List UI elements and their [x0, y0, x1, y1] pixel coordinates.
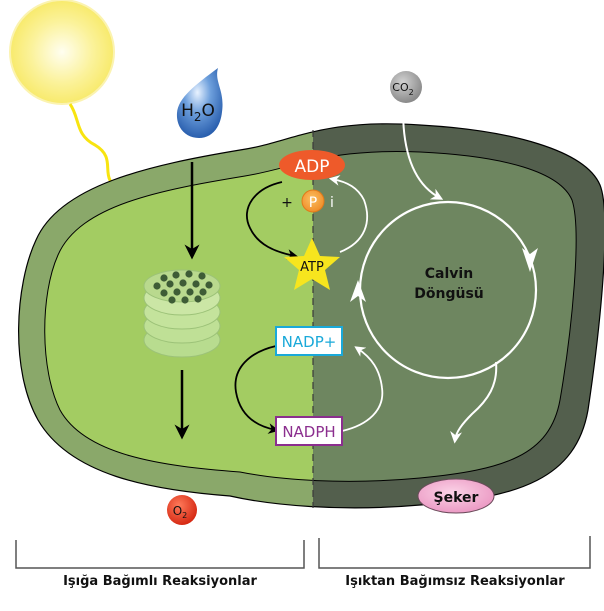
nadph-label: NADPH [282, 423, 335, 441]
svg-text:CO2: CO2 [392, 81, 413, 97]
nadp-plus-label: NADP+ [282, 333, 337, 351]
atp-label: ATP [300, 260, 324, 275]
calvin-label-1: Calvin [425, 266, 473, 282]
o2-molecule: O2 [167, 495, 197, 525]
section-light-independent-label: Işıktan Bağımsız Reaksiyonlar [345, 574, 565, 589]
phosphate-suffix: i [330, 195, 334, 211]
o2-main: O [173, 504, 182, 518]
co2-main: CO [392, 81, 409, 94]
svg-text:O2: O2 [173, 504, 188, 520]
section-light-dependent-label: Işığa Bağımlı Reaksiyonlar [63, 574, 257, 589]
bracket-light-dependent [15, 540, 305, 569]
arrow-cycle-to-sugar [450, 361, 498, 444]
co2-sub: 2 [409, 88, 414, 97]
sugar-molecule: Şeker [417, 478, 495, 514]
nadph-box: NADPH [275, 416, 343, 446]
plus-sign: + [281, 195, 293, 211]
water-molecule: H2O [176, 68, 223, 138]
phosphate-molecule: + P i [281, 189, 334, 213]
co2-molecule: CO2 [390, 71, 422, 103]
bracket-light-independent [318, 536, 591, 569]
nadp-plus-box: NADP+ [275, 326, 343, 356]
adp-label: ADP [295, 157, 330, 177]
calvin-cycle: Calvin Döngüsü [350, 200, 538, 380]
arrow-atp-to-adp [328, 175, 368, 253]
svg-text:H2O: H2O [181, 101, 215, 124]
water-sub: 2 [194, 110, 202, 124]
arrow-nadp-to-nadph [234, 345, 280, 434]
o2-sub: 2 [182, 511, 187, 520]
arrow-adp-to-atp [245, 181, 299, 260]
atp-molecule: ATP [284, 238, 340, 290]
arrow-co2-into-cycle [402, 109, 444, 200]
arrow-nadph-to-nadp [341, 346, 384, 432]
phosphate-label: P [309, 195, 317, 211]
water-main: H [181, 101, 194, 121]
granum-icon [143, 269, 221, 358]
sun-icon [9, 0, 115, 105]
calvin-label-2: Döngüsü [414, 286, 484, 302]
adp-molecule: ADP [279, 150, 345, 180]
sugar-label: Şeker [434, 490, 479, 506]
water-tail: O [202, 101, 215, 121]
